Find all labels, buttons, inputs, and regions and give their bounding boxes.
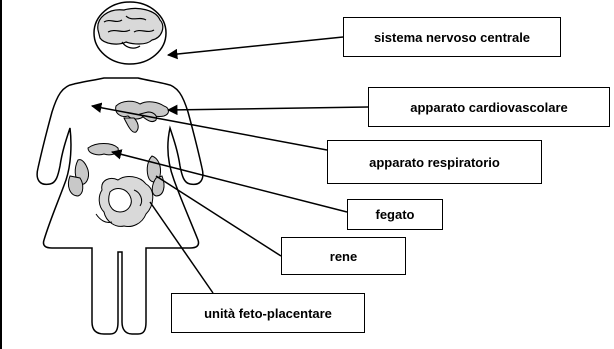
label-rene: rene — [281, 237, 406, 275]
label-unita-feto-placentare: unità feto-placentare — [171, 293, 365, 333]
connector-cardio — [168, 107, 368, 110]
label-apparato-respiratorio: apparato respiratorio — [327, 140, 542, 184]
label-fegato: fegato — [347, 199, 443, 230]
label-apparato-cardiovascolare: apparato cardiovascolare — [368, 87, 610, 127]
label-sistema-nervoso-centrale: sistema nervoso centrale — [343, 17, 561, 57]
connector-snc — [168, 37, 343, 55]
